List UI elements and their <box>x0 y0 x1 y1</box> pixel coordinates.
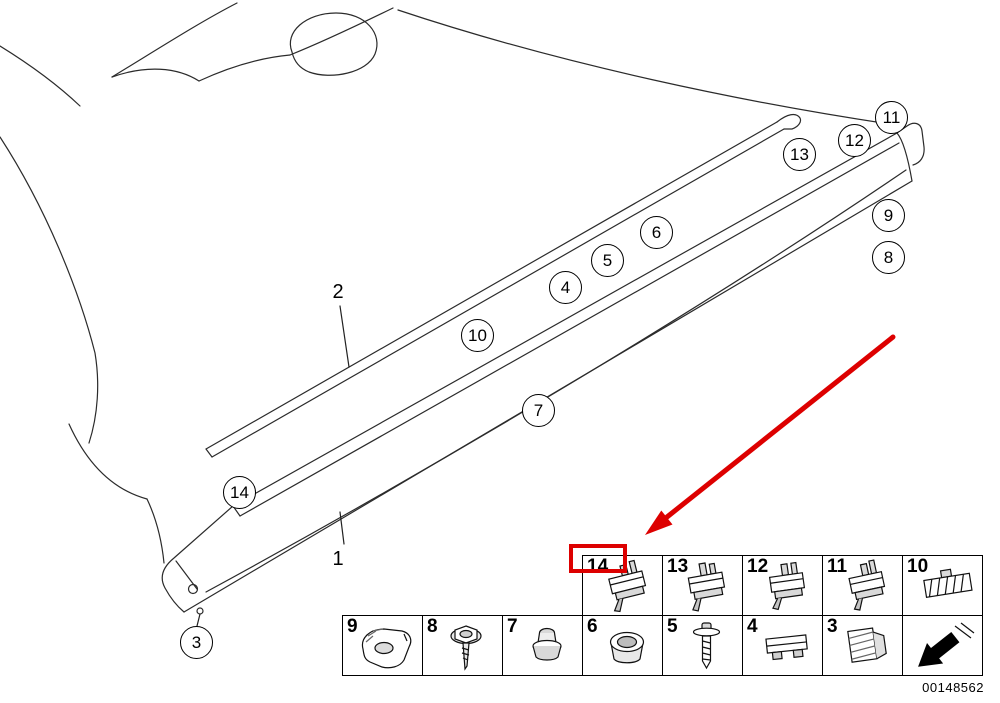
legend-cell-9[interactable]: 9 <box>342 615 423 676</box>
callout-label: 10 <box>468 325 487 345</box>
legend-cell-13[interactable]: 13 <box>662 555 743 616</box>
callout-label: 6 <box>651 222 662 242</box>
callout-label: 7 <box>533 400 544 420</box>
callout-label: 13 <box>790 144 809 164</box>
callout-label: 4 <box>560 277 571 297</box>
callout-5[interactable]: 5 <box>591 244 624 277</box>
legend-cell-label: 8 <box>427 616 438 637</box>
legend-cell-label: 10 <box>907 556 929 577</box>
molding-strip-part2 <box>205 113 802 458</box>
legend-cell-label: 9 <box>347 616 358 637</box>
callout-label: 12 <box>845 130 864 150</box>
legend-cell-label: 12 <box>747 556 769 577</box>
bracket-clip-icon <box>848 559 886 611</box>
legend-cell-5[interactable]: 5 <box>662 615 743 676</box>
callout-4[interactable]: 4 <box>549 271 582 304</box>
bracket-clip-icon <box>608 559 647 613</box>
callout-13[interactable]: 13 <box>783 138 816 171</box>
callout-label: 5 <box>602 250 613 270</box>
hex-screw-icon <box>450 625 482 671</box>
legend-cell-10[interactable]: 10 <box>902 555 983 616</box>
legend-cell-7[interactable]: 7 <box>502 615 583 676</box>
hatched-clip-icon <box>847 627 887 663</box>
callout-3[interactable]: 3 <box>180 626 213 659</box>
legend-top-row: 14 13 12 <box>582 555 983 616</box>
speed-nut-icon <box>361 628 412 669</box>
callout-10[interactable]: 10 <box>461 319 494 352</box>
leader-lines <box>196 305 350 627</box>
continue-arrow-icon <box>918 622 975 667</box>
legend-cell-label: 7 <box>507 616 518 637</box>
callout-8[interactable]: 8 <box>872 241 905 274</box>
legend-bottom-row: 9 8 7 <box>342 615 983 676</box>
callout-1[interactable]: 1 <box>332 548 344 570</box>
callout-11[interactable]: 11 <box>875 101 908 134</box>
legend-cell-label: 13 <box>667 556 689 577</box>
callout-label: 11 <box>882 107 901 127</box>
legend-cell-14[interactable]: 14 <box>582 555 663 616</box>
legend-cell-continue[interactable] <box>902 615 983 676</box>
legend-cell-11[interactable]: 11 <box>822 555 903 616</box>
legend-cell-4[interactable]: 4 <box>742 615 823 676</box>
ribbed-clip-icon <box>923 568 973 599</box>
legend-cell-12[interactable]: 12 <box>742 555 823 616</box>
callout-6[interactable]: 6 <box>640 216 673 249</box>
callout-14[interactable]: 14 <box>223 476 256 509</box>
sill-clip-icon <box>765 634 808 661</box>
legend-cell-8[interactable]: 8 <box>422 615 503 676</box>
plastic-nut-icon <box>532 627 562 661</box>
callout-label: 3 <box>191 632 202 652</box>
legend-cell-label: 4 <box>747 616 758 637</box>
legend-cell-label: 3 <box>827 616 838 637</box>
red-arrow-annotation <box>645 334 896 535</box>
legend-cell-label: 11 <box>827 556 848 577</box>
doc-number: 00148562 <box>922 680 984 695</box>
callout-label: 8 <box>883 247 894 267</box>
legend-cell-label: 6 <box>587 616 598 637</box>
car-body-outline <box>0 2 904 564</box>
legend-cell-3[interactable]: 3 <box>822 615 903 676</box>
callout-9[interactable]: 9 <box>872 199 905 232</box>
highlight-box <box>569 544 627 573</box>
callout-7[interactable]: 7 <box>522 394 555 427</box>
grommet-icon <box>609 631 645 664</box>
bracket-clip-icon <box>768 561 806 611</box>
bracket-clip-icon <box>687 562 726 612</box>
expansion-rivet-icon <box>692 622 721 670</box>
legend-cell-6[interactable]: 6 <box>582 615 663 676</box>
rocker-panel-part1 <box>161 122 925 615</box>
callout-label: 9 <box>883 205 894 225</box>
legend-cell-label: 5 <box>667 616 678 637</box>
callout-label: 14 <box>230 482 249 502</box>
callout-2[interactable]: 2 <box>332 281 344 303</box>
callout-12[interactable]: 12 <box>838 124 871 157</box>
